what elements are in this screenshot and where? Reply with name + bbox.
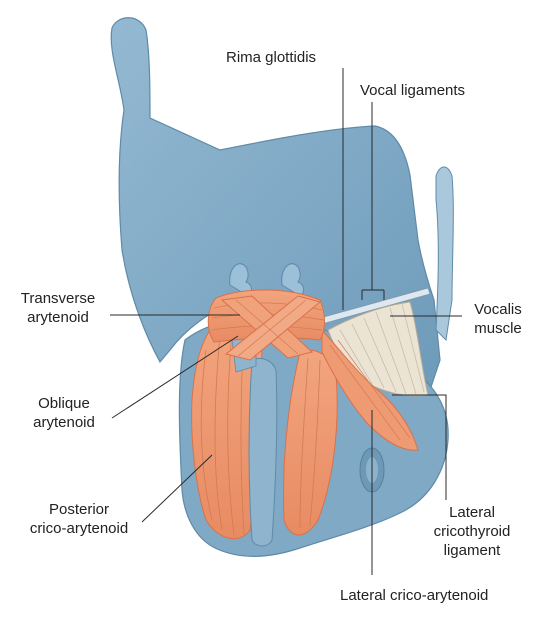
leader-posterior-crico-arytenoid [141,454,213,523]
leader-lines [110,68,462,575]
label-posterior-crico-arytenoid: Posterior crico-arytenoid [29,501,129,537]
label-oblique-arytenoid: Oblique arytenoid [33,395,95,431]
thyroid-cartilage [110,17,454,391]
label-transverse-arytenoid: Transverse arytenoid [20,290,96,326]
leader-lateral-cricothyroid-ligament [392,394,447,500]
label-vocal-ligaments: Vocal ligaments [360,82,466,99]
label-vocalis-muscle: Vocalis muscle [474,301,522,337]
leader-vocal-ligaments [361,102,385,300]
arytenoid-apices [229,263,305,297]
oblique-arytenoid-muscle [220,295,322,361]
label-lateral-crico-arytenoid: Lateral crico-arytenoid [340,587,489,604]
posterior-crico-arytenoid-muscle [191,320,338,540]
label-rima-glottidis: Rima glottidis [226,49,317,66]
lateral-crico-arytenoid-muscle [321,328,419,451]
label-lateral-cricothyroid-ligament: Lateral cricothyroid ligament [433,504,511,559]
leader-oblique-arytenoid [111,335,239,419]
cricoid-midline-ridge [248,357,278,547]
